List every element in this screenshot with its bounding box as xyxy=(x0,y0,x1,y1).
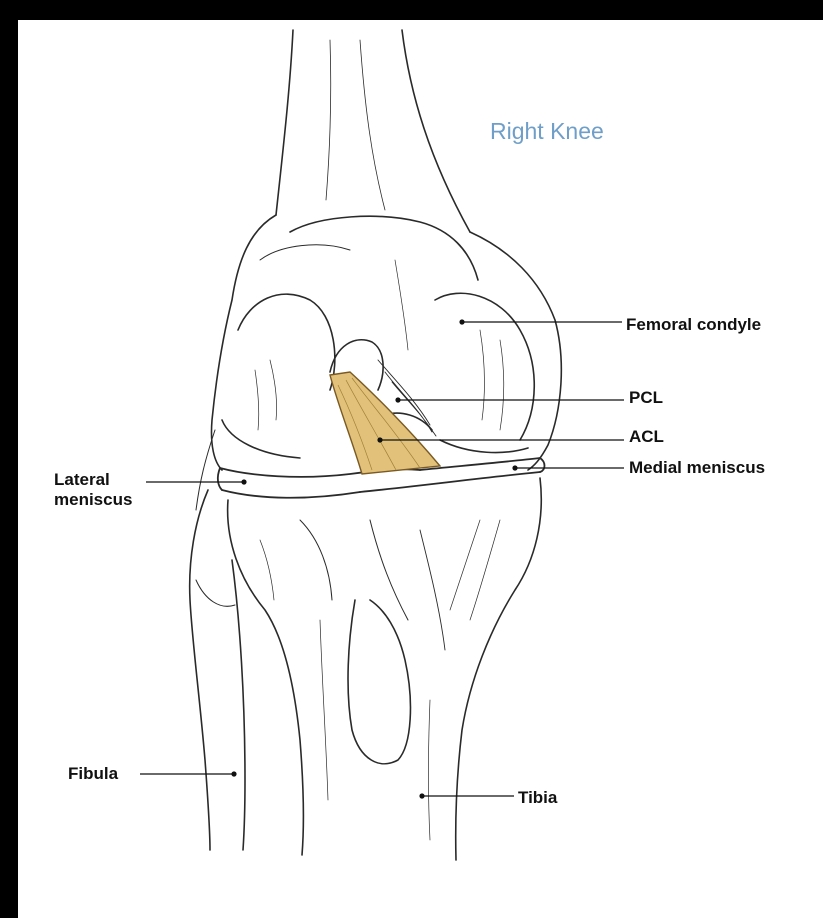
acl-ligament xyxy=(330,372,440,474)
label-acl: ACL xyxy=(629,427,664,447)
label-lateral-line1: Lateral xyxy=(54,470,132,490)
label-lateral-line2: meniscus xyxy=(54,490,132,510)
label-pcl: PCL xyxy=(629,388,663,408)
fibula-outline xyxy=(190,490,210,850)
diagram-title: Right Knee xyxy=(490,118,604,145)
label-medial-meniscus: Medial meniscus xyxy=(629,458,765,478)
femur-shaft xyxy=(276,30,293,215)
label-tibia: Tibia xyxy=(518,788,557,808)
femoral-condyle-outline xyxy=(211,215,276,470)
label-femoral-condyle: Femoral condyle xyxy=(626,315,761,335)
femur-shaft-right xyxy=(402,30,470,232)
tibia-outline xyxy=(228,500,304,855)
label-lateral-meniscus: Lateral meniscus xyxy=(54,470,132,510)
label-fibula: Fibula xyxy=(68,764,118,784)
